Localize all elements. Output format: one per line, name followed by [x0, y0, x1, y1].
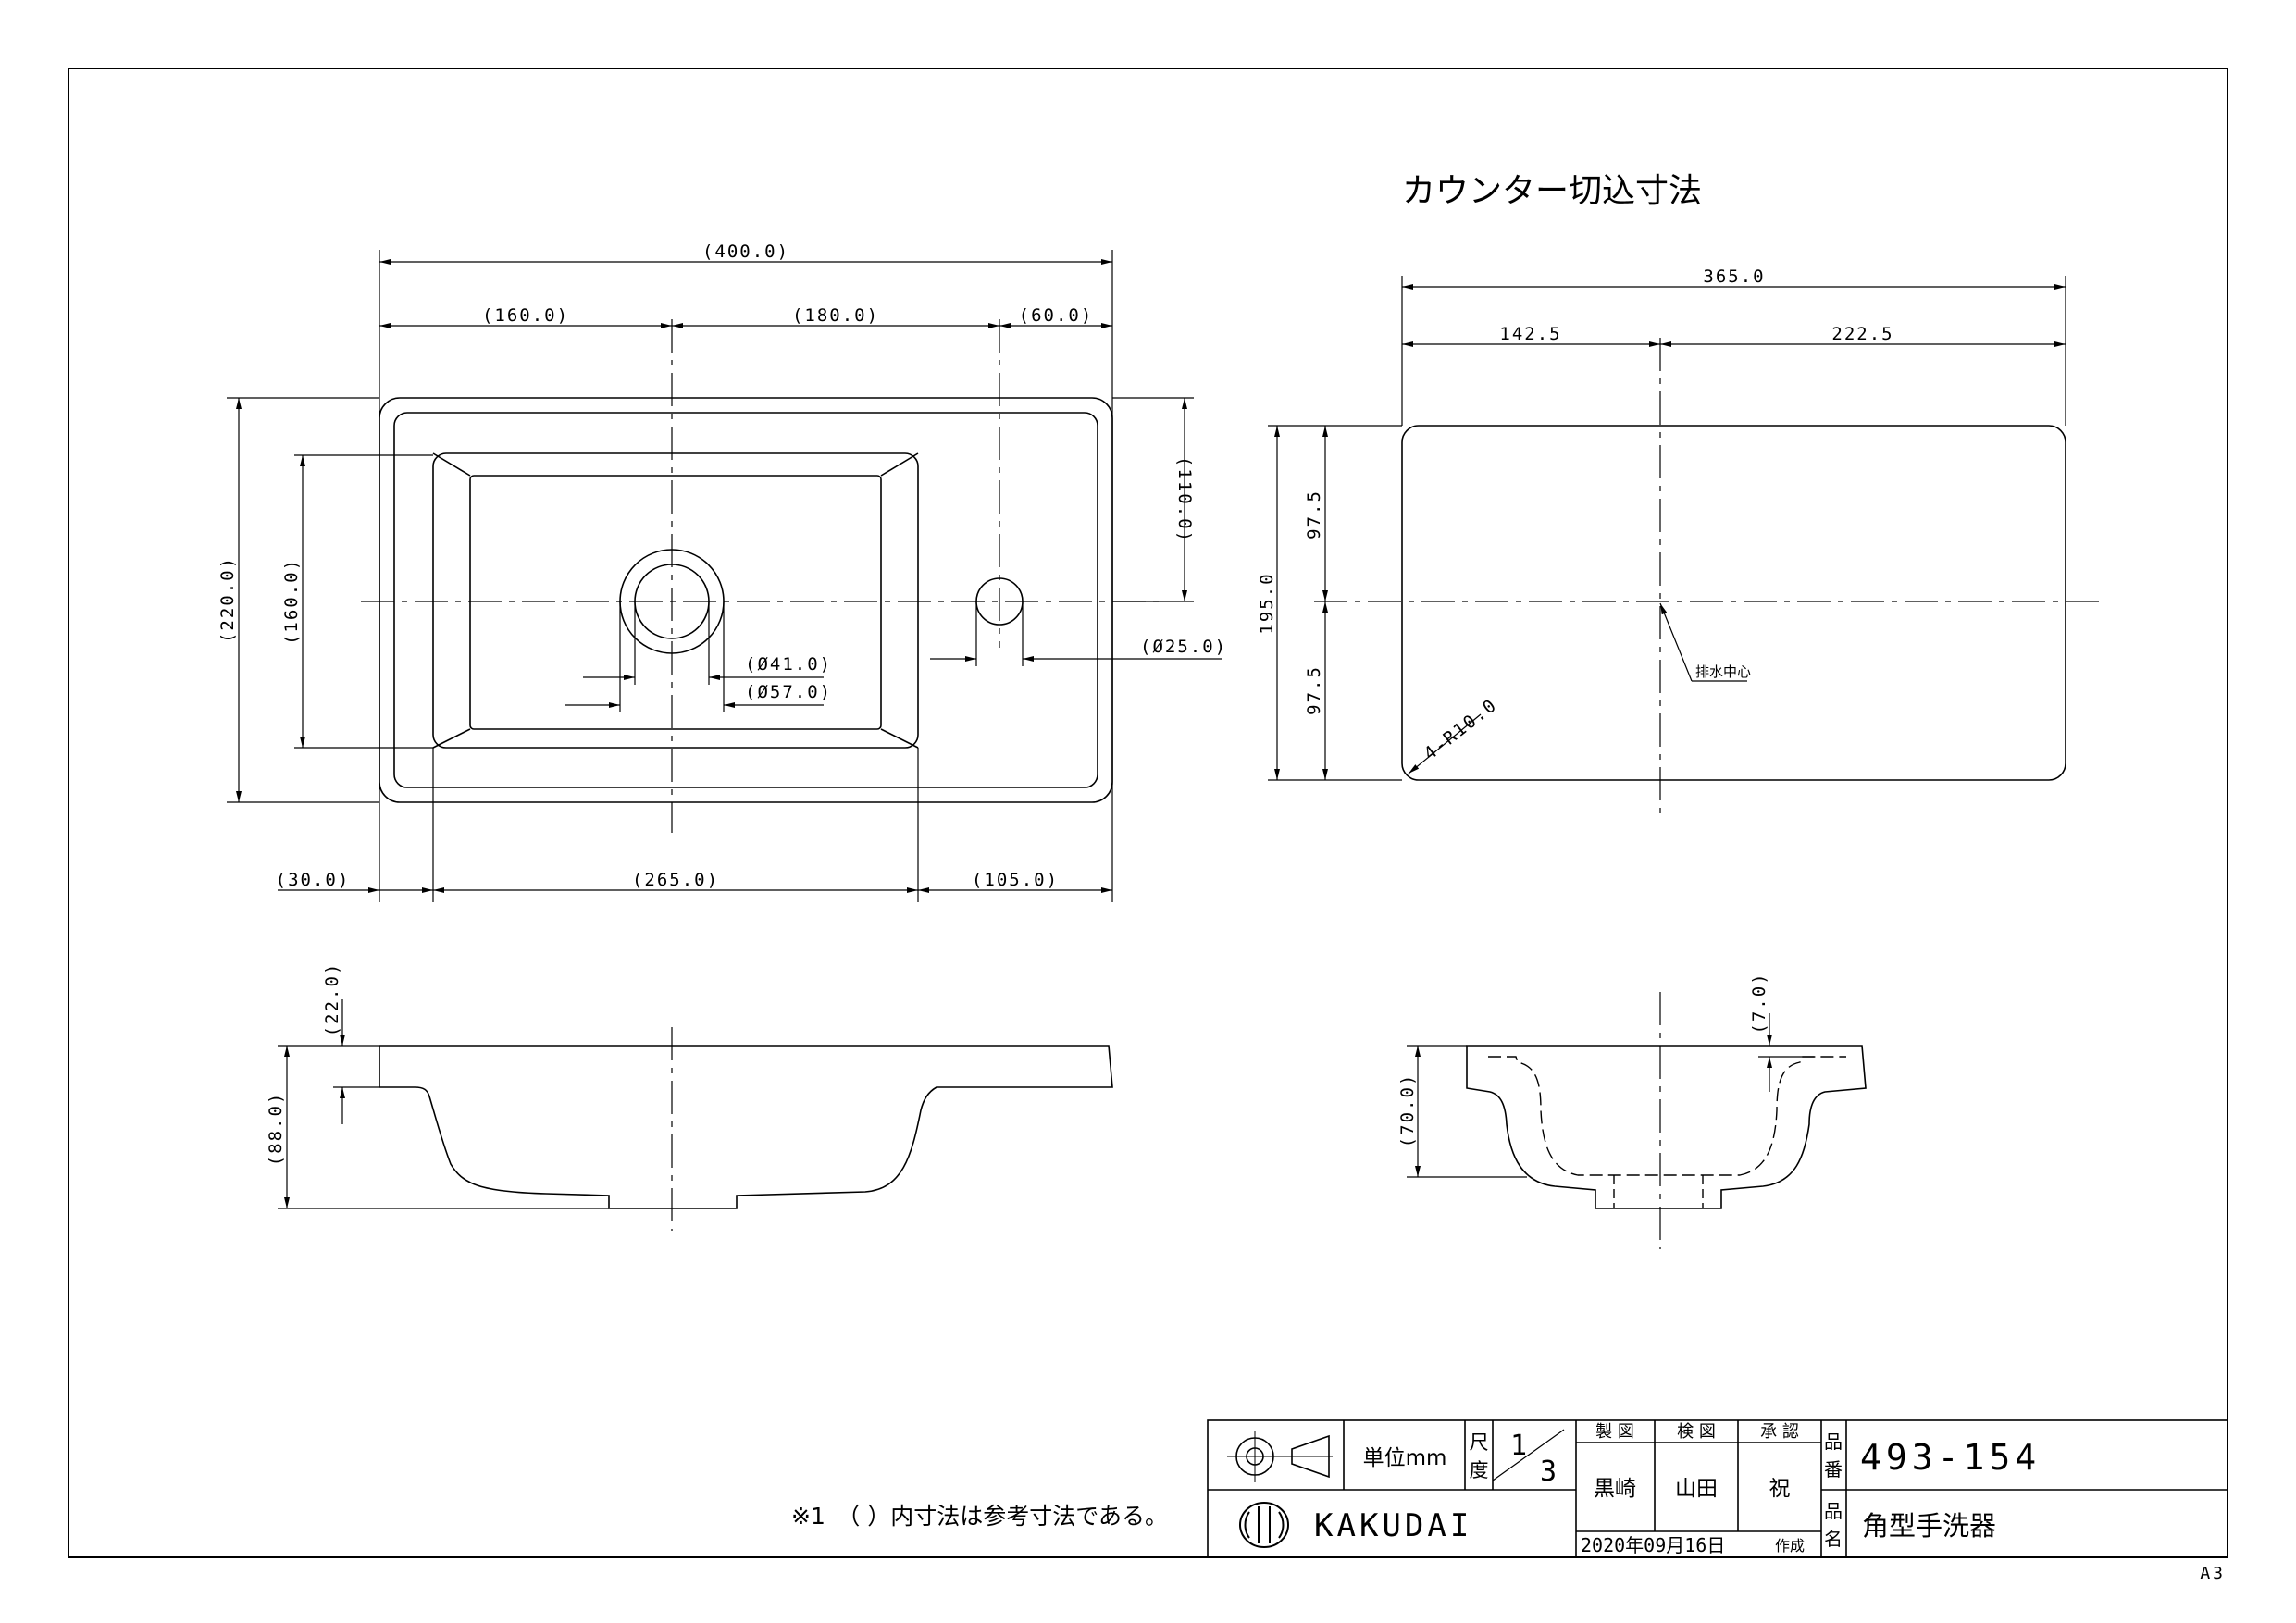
scale-label-1: 尺 — [1470, 1431, 1489, 1454]
created-label: 作成 — [1775, 1537, 1805, 1555]
approved-header: 承 認 — [1760, 1422, 1799, 1442]
side-dimension-texts: (22.0) (88.0) — [266, 962, 342, 1167]
part-no-label-1: 品 — [1824, 1431, 1843, 1453]
side-view — [379, 1027, 1113, 1231]
plan-dimension-lines — [227, 250, 1222, 902]
plan-centerlines — [361, 319, 1166, 833]
basin-corner-line — [880, 728, 919, 749]
checked-by: 山田 — [1675, 1477, 1718, 1501]
section-dimension-lines — [1407, 1013, 1814, 1178]
dim-plan-105: (105.0) — [972, 870, 1059, 890]
side-dimension-lines — [278, 999, 609, 1209]
dim-section-thickness: (7.0) — [1749, 972, 1769, 1034]
plan-dimension-texts: (400.0) (160.0) (180.0) (60.0) (220.0) (… — [217, 242, 1227, 890]
dim-plan-265: (265.0) — [632, 870, 719, 890]
dim-drain-41: (Ø41.0) — [745, 654, 832, 675]
plan-basin-edge — [432, 452, 919, 749]
dim-plan-inner-height: (160.0) — [281, 558, 302, 645]
basin-corner-line — [432, 452, 471, 477]
dim-faucet-25: (Ø25.0) — [1140, 637, 1227, 657]
scale-label-2: 度 — [1470, 1459, 1489, 1481]
plan-rim-inner — [393, 412, 1098, 788]
plan-outer-rim — [379, 397, 1113, 803]
dim-plan-110: (110.0) — [1174, 456, 1195, 543]
projection-symbol — [1227, 1431, 1333, 1482]
cutout-rect — [1401, 425, 2066, 781]
section-inner-hidden — [1488, 1056, 1846, 1176]
kakudai-logo: KAKUDAI — [1314, 1507, 1472, 1544]
created-date: 2020年09月16日 — [1581, 1534, 1725, 1556]
dim-cutout-width: 365.0 — [1703, 266, 1765, 287]
cutout-title: カウンター切込寸法 — [1402, 172, 1702, 210]
section-view — [1466, 992, 1867, 1249]
dim-cutout-left: 142.5 — [1499, 324, 1561, 344]
kakudai-logo-mark — [1239, 1502, 1289, 1548]
side-profile — [379, 1045, 1113, 1209]
scale-denominator: 3 — [1540, 1456, 1557, 1488]
sheet-border — [68, 68, 2228, 1558]
section-dimension-texts: (70.0) (7.0) — [1397, 972, 1769, 1147]
checked-header: 検 図 — [1677, 1422, 1716, 1442]
approved-by: 祝 — [1769, 1477, 1791, 1501]
part-number: 493-154 — [1860, 1437, 2041, 1478]
dim-cutout-top: 97.5 — [1304, 489, 1324, 539]
dim-cutout-height: 195.0 — [1257, 572, 1277, 634]
cutout-dimension-texts: 365.0 142.5 222.5 195.0 97.5 97.5 4-R10.… — [1257, 266, 1893, 764]
title-block — [1207, 1419, 2228, 1558]
dim-section-height: (70.0) — [1397, 1073, 1418, 1148]
dim-plan-60: (60.0) — [1019, 305, 1094, 326]
unit-label: 単位mm — [1363, 1446, 1447, 1470]
drawn-by: 黒崎 — [1594, 1477, 1636, 1501]
dim-cutout-radius: 4-R10.0 — [1421, 695, 1502, 764]
dim-plan-180: (180.0) — [792, 305, 879, 326]
drawn-header: 製 図 — [1595, 1422, 1634, 1442]
title-block-texts: 単位mm 尺 度 1 3 製 図 検 図 承 認 黒崎 山田 祝 品 番 493… — [1314, 1422, 2041, 1556]
reference-note: ※1 （ ）内寸法は参考寸法である。 — [791, 1503, 1168, 1530]
dim-plan-width: (400.0) — [702, 242, 789, 262]
plan-basin-bottom — [469, 475, 882, 730]
drain-center-label: 排水中心 — [1695, 663, 1751, 680]
product-name: 角型手洗器 — [1862, 1510, 1996, 1542]
dim-cutout-bottom: 97.5 — [1304, 665, 1324, 715]
dim-plan-160: (160.0) — [482, 305, 569, 326]
plan-view — [379, 397, 1113, 803]
dim-side-thickness: (22.0) — [322, 962, 342, 1037]
dim-cutout-right: 222.5 — [1831, 324, 1893, 344]
basin-corner-line — [880, 452, 919, 477]
name-label-1: 品 — [1824, 1500, 1843, 1522]
basin-corner-line — [432, 728, 471, 749]
sheet-size: A3 — [2200, 1564, 2226, 1583]
dim-drain-57: (Ø57.0) — [745, 682, 832, 702]
scale-numerator: 1 — [1510, 1430, 1527, 1462]
dim-plan-30: (30.0) — [276, 870, 351, 890]
part-no-label-2: 番 — [1824, 1458, 1843, 1481]
dim-side-height: (88.0) — [266, 1092, 286, 1167]
cutout-view — [1268, 276, 2105, 819]
name-label-2: 名 — [1824, 1528, 1843, 1550]
section-profile — [1466, 1045, 1867, 1209]
dim-plan-height: (220.0) — [217, 556, 238, 643]
